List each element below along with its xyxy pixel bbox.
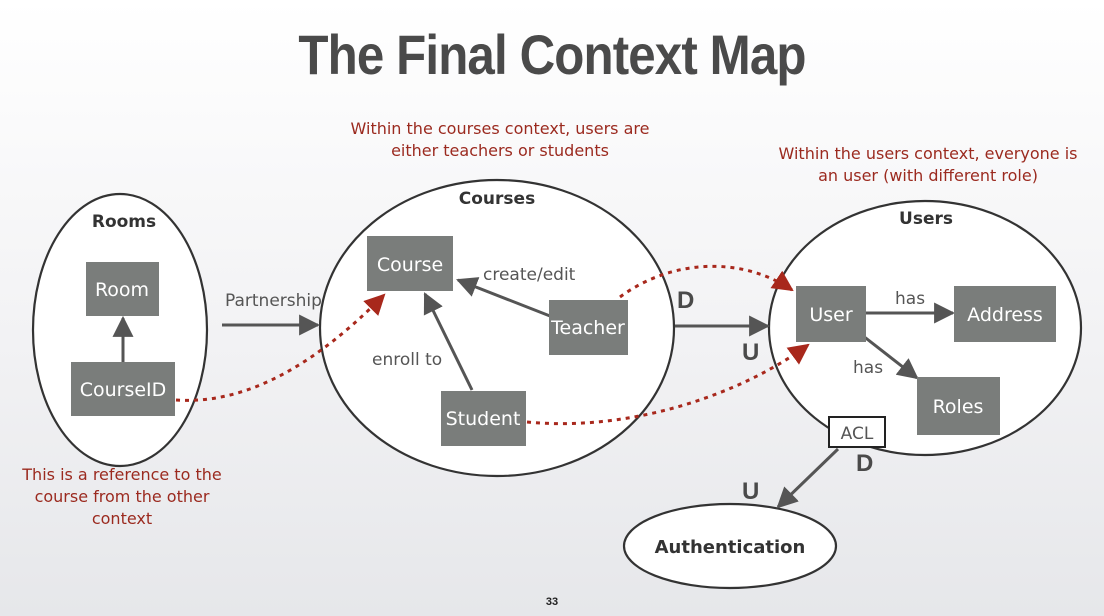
roles-box: [917, 377, 1000, 435]
course-label: Course: [377, 254, 443, 276]
user-label: User: [809, 304, 852, 326]
roles-label: Roles: [933, 396, 984, 418]
address-box: [954, 286, 1056, 342]
teacher-box: [549, 300, 628, 355]
authentication-context: [622, 502, 838, 590]
student-to-course-arrow: [423, 292, 474, 391]
partnership-label: Partnership: [225, 291, 322, 311]
page-number: 33: [545, 596, 559, 608]
users-note: Within the users context, everyone is an…: [778, 144, 1078, 185]
upstream-auth-marker: U: [742, 478, 759, 505]
courseid-box: [71, 362, 175, 416]
rooms-context: [31, 192, 209, 468]
acl-box: [828, 416, 886, 448]
users-title: Users: [899, 209, 953, 229]
enroll-to-label: enroll to: [372, 350, 442, 370]
slide-title: The Final Context Map: [298, 23, 806, 86]
user-to-roles-arrow: [857, 330, 919, 380]
downstream-users-marker: D: [856, 450, 873, 477]
courseid-label: CourseID: [80, 379, 167, 401]
create-edit-label: create/edit: [483, 265, 576, 285]
courseid-reference-arrow: [175, 293, 386, 402]
student-label: Student: [446, 408, 521, 430]
user-box: [796, 286, 866, 342]
has-roles-label: has: [853, 358, 883, 378]
student-box: [441, 391, 526, 446]
teacher-reference-arrow: [619, 264, 794, 299]
has-address-label: has: [895, 289, 925, 309]
address-label: Address: [967, 304, 1043, 326]
teacher-to-course-arrow: [456, 277, 551, 318]
authentication-title: Authentication: [655, 537, 806, 558]
course-box: [367, 236, 453, 291]
acl-to-authentication-arrow: [776, 447, 840, 509]
rooms-title: Rooms: [92, 212, 156, 232]
acl-label: ACL: [841, 424, 874, 444]
student-reference-arrow: [526, 343, 810, 426]
upstream-users-marker: U: [742, 339, 759, 366]
courses-title: Courses: [459, 189, 535, 209]
courses-note: Within the courses context, users are ei…: [350, 119, 650, 160]
teacher-label: Teacher: [550, 317, 625, 339]
room-label: Room: [95, 279, 149, 301]
downstream-courses-marker: D: [677, 287, 694, 314]
rooms-note: This is a reference to the course from t…: [22, 465, 222, 528]
room-box: [86, 262, 159, 316]
